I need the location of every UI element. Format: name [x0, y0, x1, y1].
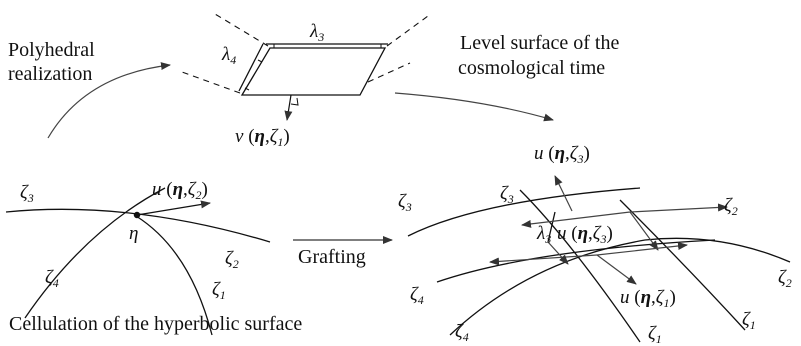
- v-eta-zeta1-label: v (η,ζ1): [235, 126, 290, 149]
- level-surface-label-line2: cosmological time: [458, 57, 606, 79]
- grafting-label: Grafting: [298, 246, 366, 268]
- cellulation-caption: Cellulation of the hyperbolic surface: [9, 313, 303, 335]
- level-surface-label-line1: Level surface of the: [460, 32, 620, 54]
- lambda3-top-label: λ3: [310, 21, 325, 44]
- polyhedral-face: [181, 13, 429, 121]
- edge-dashed-right-top: [386, 15, 429, 47]
- polyhedral-label-line2: realization: [8, 63, 93, 85]
- u-eta-zeta2-label: u (η,ζ2): [152, 179, 208, 202]
- u-eta-zeta3-top-label: u (η,ζ3): [534, 143, 590, 166]
- zeta2-left-label: ζ2: [225, 248, 239, 271]
- normal-line: [284, 94, 293, 121]
- lambda4-label: λ4: [222, 44, 237, 67]
- polyhedral-label-line1: Polyhedral: [8, 39, 95, 61]
- zeta4-left-label: ζ4: [45, 267, 59, 290]
- level-surface-arrow: [394, 92, 554, 122]
- zeta1-right-right-label: ζ1: [742, 309, 756, 332]
- edge-dashed-left-top: [214, 13, 269, 47]
- zeta2-right-lower-label: ζ2: [778, 267, 792, 290]
- edge-dashed-left-bottom: [181, 71, 241, 94]
- zeta4-right-lower-label: ζ4: [455, 321, 469, 344]
- zeta3-right-inner-label: ζ3: [500, 183, 514, 206]
- right-grafted-surface: [407, 187, 791, 343]
- zeta3-right-outer-label: ζ3: [398, 191, 412, 214]
- edge-dashed-right-bottom: [367, 62, 411, 83]
- zeta1-left-label: ζ1: [212, 279, 226, 302]
- zeta1-right-left-label: ζ1: [648, 323, 662, 346]
- u-eta-zeta1-label: u (η,ζ1): [620, 287, 676, 310]
- u-eta-zeta3-middle-label: u (η,ζ3): [557, 223, 613, 246]
- zeta3-left-label: ζ3: [20, 182, 34, 205]
- polyhedral-arrow: [47, 62, 171, 139]
- lambda3-right-label: λ3: [537, 223, 552, 246]
- right-vectors: [489, 175, 728, 285]
- zeta2-right-upper-label: ζ2: [724, 195, 738, 218]
- eta-vertex-label: η: [129, 223, 139, 244]
- left-cellulation: [5, 187, 271, 336]
- zeta4-right-upper-label: ζ4: [410, 284, 424, 307]
